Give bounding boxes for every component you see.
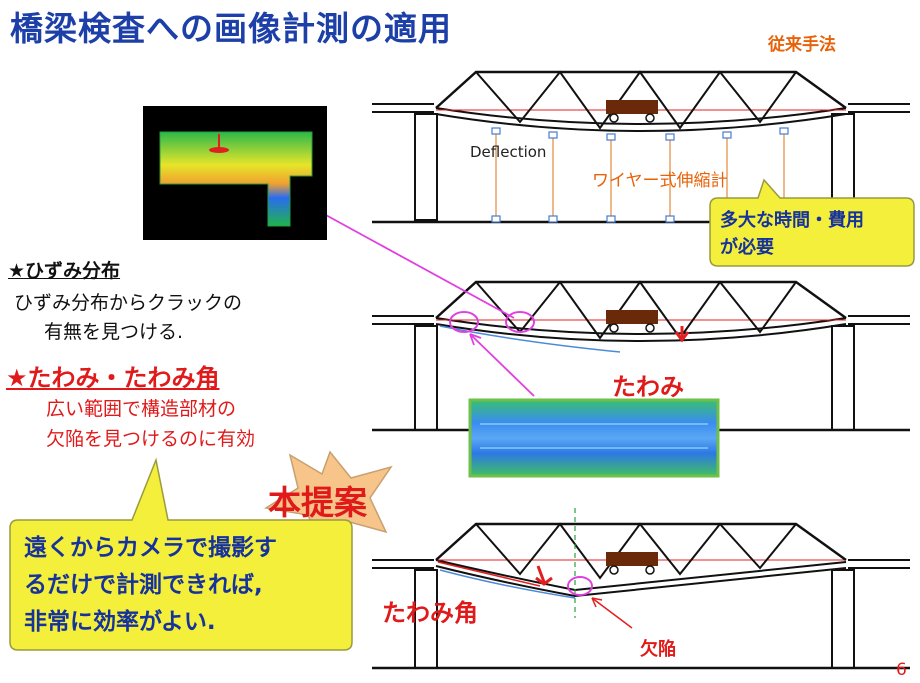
camera-line-3: 非常に効率がよい. — [24, 609, 216, 635]
strain-line-2: 有無を見つける. — [44, 321, 184, 343]
strain-heatmap-image — [159, 131, 313, 227]
deflection-line-1: 広い範囲で構造部材の — [46, 398, 237, 420]
deflection-description: 広い範囲で構造部材の 欠陥を見つけるのに有効 — [46, 394, 255, 454]
deflection-strip-image — [468, 398, 720, 478]
camera-callout-text: 遠くからカメラで撮影す るだけで計測できれば, 非常に効率がよい. — [24, 530, 277, 641]
cost-line-2: が必要 — [720, 237, 774, 258]
camera-callout-bubble — [9, 457, 353, 651]
page-number: 6 — [896, 660, 907, 680]
pointer-line-heatmap — [323, 213, 515, 319]
strain-description: ひずみ分布からクラックの 有無を見つける. — [14, 289, 242, 347]
conventional-method-label: 従来手法 — [768, 35, 836, 55]
strain-heading: ★ひずみ分布 — [8, 260, 121, 282]
deflection-label: Deflection — [470, 143, 547, 161]
proposal-star-text: 本提案 — [268, 483, 367, 522]
page-title: 橋梁検査への画像計測の適用 — [10, 9, 452, 48]
cost-callout-text: 多大な時間・費用 が必要 — [720, 207, 864, 261]
strain-line-1: ひずみ分布からクラックの — [14, 292, 243, 314]
deflection-heading: ★たわみ・たわみ角 — [6, 364, 220, 392]
defect-label: 欠陥 — [640, 639, 676, 660]
bridge-deflection-angle — [372, 508, 910, 670]
camera-line-2: るだけで計測できれば, — [24, 572, 263, 598]
pointer-line-strip — [469, 333, 535, 397]
cost-line-1: 多大な時間・費用 — [720, 210, 864, 231]
wire-gauge-label: ワイヤー式伸縮計 — [592, 171, 728, 191]
bridge-deflection — [372, 280, 910, 432]
camera-line-1: 遠くからカメラで撮影す — [24, 535, 277, 561]
deflection-line-2: 欠陥を見つけるのに有効 — [46, 428, 256, 450]
cost-callout-bubble — [709, 178, 915, 267]
tawami-label: たわみ — [612, 373, 684, 401]
tawami-kaku-label: たわみ角 — [382, 599, 478, 627]
